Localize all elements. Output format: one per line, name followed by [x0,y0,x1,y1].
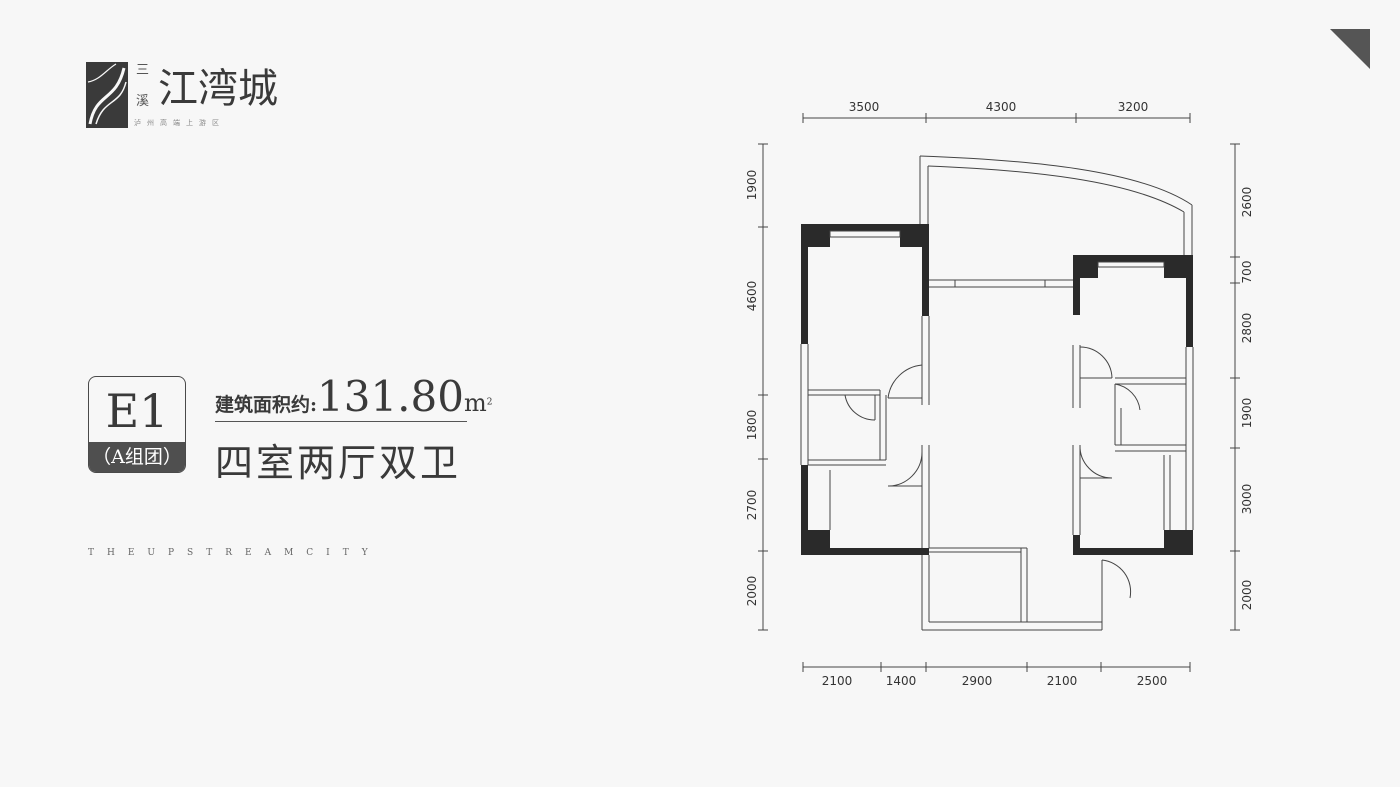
dim-left-1: 1900 [745,170,759,201]
unit-group: （A组团） [89,442,185,472]
dim-right-6: 2000 [1240,580,1254,611]
top-balcony [919,155,1193,258]
dim-top-3: 3200 [1118,100,1149,114]
doors [844,346,1141,600]
door-arc-2 [844,394,876,421]
dim-top-1: 3500 [849,100,880,114]
bottom-dimension-line [802,662,1191,672]
exterior-walls [801,224,1193,555]
left-dimension-line [758,143,768,631]
layout-title: 四室两厅双卫 [215,441,462,485]
dim-left-3: 1800 [745,410,759,441]
corner-triangle-icon [1330,29,1370,69]
door-arc-7 [1101,559,1132,599]
dim-left-4: 2700 [745,490,759,521]
area-unit: m [463,389,487,417]
english-tagline: THEUPSTREAMCITY [88,548,381,558]
top-dimension-line [802,113,1191,123]
area-label: 建筑面积约: [215,394,318,416]
interior-walls [800,230,1194,631]
logo-small-char-b: 溪 [136,94,150,109]
unit-badge: E1 （A组团） [88,376,186,473]
dim-left-2: 4600 [745,281,759,312]
dim-bottom-3: 2900 [962,674,993,688]
logo-small-char-a: 三 [136,63,150,78]
dim-bottom-4: 2100 [1047,674,1078,688]
dim-right-5: 3000 [1240,484,1254,515]
dim-right-1: 2600 [1240,187,1254,218]
dim-bottom-2: 1400 [886,674,917,688]
door-arc-3 [887,451,923,487]
dim-right-3: 2800 [1240,313,1254,344]
dim-right-4: 1900 [1240,398,1254,429]
logo-mark-icon [86,62,128,128]
dim-bottom-1: 2100 [822,674,853,688]
area-line: 建筑面积约:131.80m2 [215,372,492,421]
logo-tagline: 泸州高端上游区 [134,119,225,127]
dim-left-5: 2000 [745,576,759,607]
door-arc-4 [1079,346,1113,379]
area-unit-sup: 2 [486,397,493,408]
dim-top-2: 4300 [986,100,1017,114]
brand-logo: 三 溪 江湾城 泸州高端上游区 [86,60,286,132]
logo-name: 江湾城 [158,66,278,112]
unit-code: E1 [105,384,169,438]
dim-right-2: 700 [1240,261,1254,284]
door-arc-6 [1079,444,1113,479]
title-divider [215,421,467,422]
right-dimension-line [1230,143,1240,631]
dim-bottom-5: 2500 [1137,674,1168,688]
area-value: 131.80 [317,372,464,421]
door-arc-5 [1114,383,1141,411]
door-arc-1 [887,364,923,399]
